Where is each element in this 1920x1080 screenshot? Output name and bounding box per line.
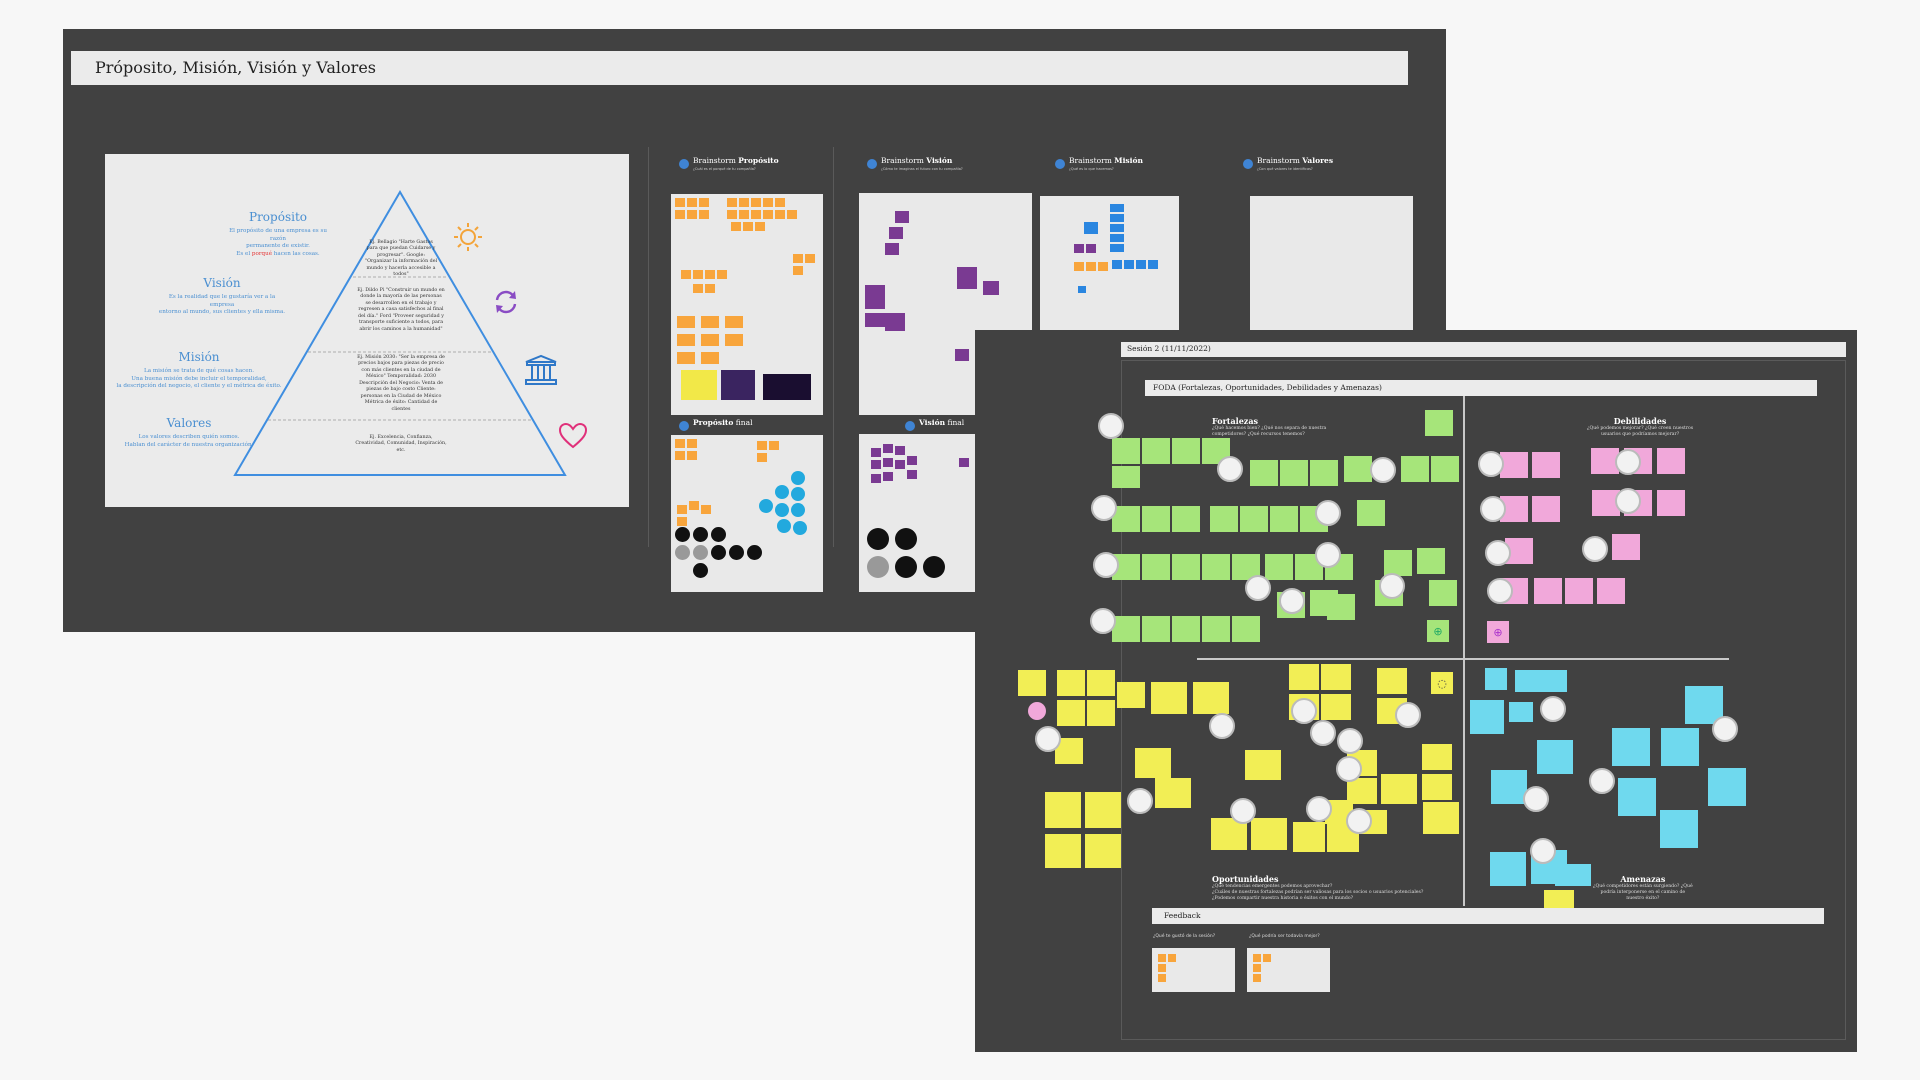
- board-title-bar: Próposito, Misión, Visión y Valores: [71, 51, 1408, 85]
- foda-title-bar: FODA (Fortalezas, Oportunidades, Debilid…: [1145, 380, 1817, 396]
- lightbulb-icon[interactable]: ◌: [1437, 676, 1447, 690]
- foda-horizontal-axis: [1197, 658, 1729, 660]
- pyramid-label-proposito: Propósito El propósito de una empresa es…: [229, 210, 327, 257]
- feedback-box-improve[interactable]: [1247, 948, 1330, 992]
- pyramid-diagram: [233, 190, 567, 476]
- pyramid-label-vision: Visión Es la realidad que le gustaría ve…: [158, 276, 286, 316]
- foda-vertical-axis: [1463, 396, 1465, 906]
- brainstorm-proposito-frame[interactable]: [671, 194, 823, 415]
- example-valores: Ej. Excelencia, Confianza, Creatividad, …: [355, 435, 447, 453]
- board-title: Próposito, Misión, Visión y Valores: [95, 58, 376, 77]
- quadrant-oportunidades-label: Oportunidades ¿Qué tendencias emergentes…: [1212, 874, 1424, 901]
- quadrant-debilidades-label: Debilidades ¿Qué podemos mejorar? ¿Qué c…: [1587, 416, 1694, 437]
- feedback-box-liked[interactable]: [1152, 948, 1235, 992]
- plus-circle-icon[interactable]: ⊕: [1493, 625, 1503, 639]
- refresh-icon: [495, 290, 517, 314]
- feedback-question-2: ¿Qué podría ser todavía mejor?: [1249, 934, 1320, 939]
- pyramid-label-valores: Valores Los valores describen quién somo…: [124, 416, 254, 448]
- session-title: Sesión 2 (11/11/2022): [1127, 344, 1211, 353]
- plus-circle-icon[interactable]: ⊕: [1433, 624, 1443, 638]
- proposito-final-frame[interactable]: [671, 435, 823, 592]
- sun-icon: [454, 223, 482, 251]
- example-mision: Ej. Misión 2030: "Ser la empresa de prec…: [357, 355, 445, 412]
- pillar-icon: [525, 354, 557, 385]
- session-title-bar: Sesión 2 (11/11/2022): [1121, 342, 1846, 357]
- quadrant-amenazas-label: Amenazas ¿Qué competidores están surgien…: [1593, 874, 1693, 901]
- example-vision: Ej. Dildo Pi "Construir un mundo en dond…: [357, 288, 445, 332]
- heart-icon: [558, 422, 588, 449]
- pyramid-label-mision: Misión La misión se trata de qué cosas h…: [116, 350, 282, 390]
- feedback-title-bar: Feedback: [1152, 908, 1824, 924]
- board-foda-session[interactable]: Sesión 2 (11/11/2022) FODA (Fortalezas, …: [975, 330, 1857, 1052]
- vision-final-frame[interactable]: [859, 434, 991, 592]
- pyramid-panel[interactable]: Propósito El propósito de una empresa es…: [105, 154, 629, 507]
- feedback-question-1: ¿Qué te gustó de la sesión?: [1153, 934, 1216, 939]
- feedback-title: Feedback: [1164, 911, 1201, 920]
- example-proposito: Ej. Bellagio "Harte Gastos para que pued…: [364, 240, 438, 278]
- foda-title: FODA (Fortalezas, Oportunidades, Debilid…: [1153, 383, 1382, 392]
- quadrant-fortalezas-label: Fortalezas ¿Qué hacemos bien? ¿Qué nos s…: [1212, 416, 1327, 437]
